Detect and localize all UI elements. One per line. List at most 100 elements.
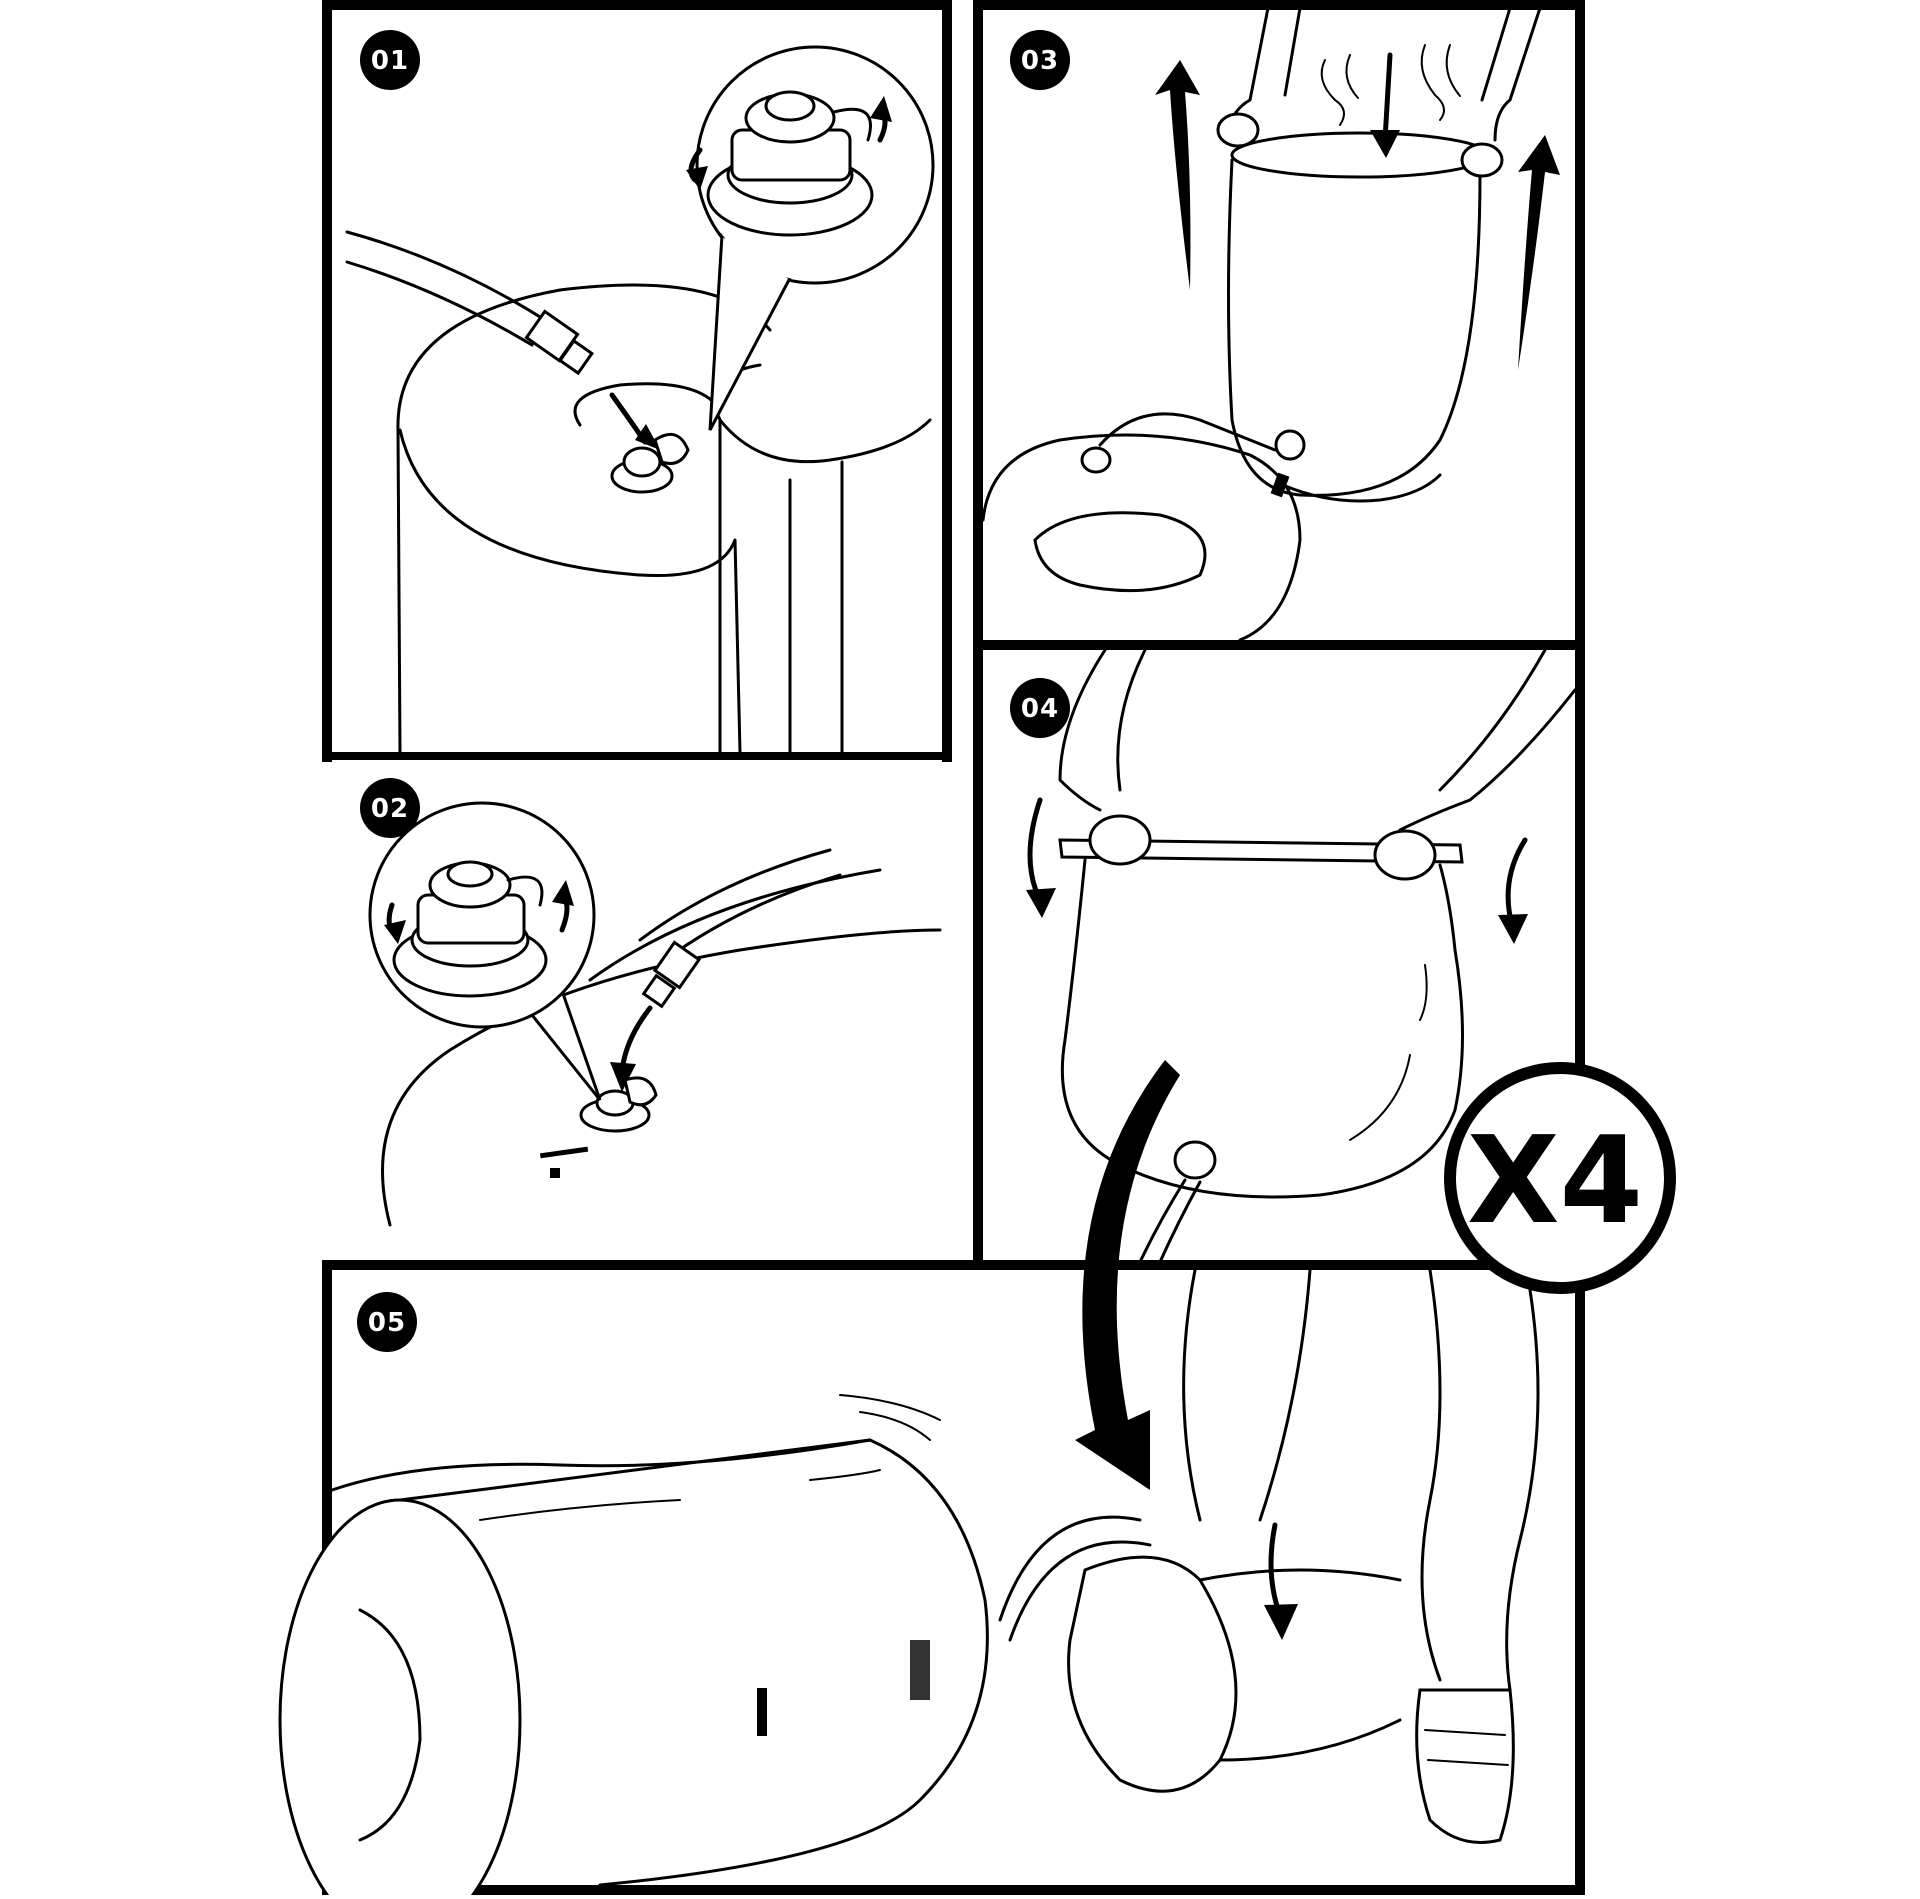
tank-crease <box>479 1499 681 1521</box>
tank-outline <box>381 928 942 1227</box>
panel-02: 02 <box>332 760 942 1230</box>
arrow-head <box>686 166 708 190</box>
step-badge <box>357 1292 417 1352</box>
hose <box>345 260 534 347</box>
step-badge <box>360 30 420 90</box>
motion-line <box>839 1394 941 1421</box>
shoe-strap <box>1424 1729 1506 1736</box>
step-badge <box>1010 678 1070 738</box>
rolled-bag <box>1218 1718 1402 1762</box>
bag-outline <box>1060 858 1464 1199</box>
hose-connector <box>1270 472 1290 498</box>
hand-right <box>1373 829 1437 881</box>
step-label: 01 <box>371 46 409 76</box>
tank-outline <box>398 1438 989 1887</box>
leg <box>1420 1268 1442 1682</box>
hand-left <box>1216 112 1260 148</box>
arrow-head <box>1370 130 1400 158</box>
arrow-head <box>610 1062 636 1092</box>
valve-strap <box>506 875 544 907</box>
arm-left <box>1058 648 1107 812</box>
hose-nozzle <box>558 338 594 376</box>
hose <box>1281 473 1442 503</box>
valve-cap <box>622 446 662 478</box>
hose <box>1008 1540 1152 1642</box>
bag-crease <box>1349 1054 1411 1141</box>
bag-outline <box>1227 158 1482 497</box>
arm-left <box>1116 648 1147 792</box>
arrow-icon <box>1518 135 1560 370</box>
hose <box>663 873 842 962</box>
step-label: 03 <box>1021 46 1059 76</box>
arrow-head <box>635 424 660 450</box>
bag-rim <box>1058 838 1464 864</box>
tank-print <box>757 1688 767 1736</box>
valve-cap <box>446 860 494 888</box>
hose <box>1138 1178 1187 1264</box>
hose <box>1158 1180 1202 1264</box>
valve-icon <box>1080 446 1112 474</box>
arrow-icon <box>1075 1060 1180 1490</box>
hose <box>638 848 832 942</box>
arrow-head <box>870 96 892 122</box>
arm-right <box>1480 6 1512 102</box>
arm-left <box>1283 6 1302 97</box>
arrow-head <box>1026 888 1056 918</box>
step-label: 02 <box>371 794 409 824</box>
leg <box>1182 1268 1202 1522</box>
panel-03-frame <box>973 0 1585 650</box>
step-badge <box>360 778 420 838</box>
tank-recess <box>1033 511 1207 593</box>
repeat-badge-label: X4 <box>1467 1112 1643 1251</box>
arrow-head <box>552 880 574 906</box>
tank-print <box>539 1146 589 1159</box>
bag-crease <box>1419 964 1428 1021</box>
step-label: 04 <box>1021 694 1059 724</box>
arm-right <box>1438 648 1547 792</box>
arrow-icon <box>1382 52 1393 143</box>
arrow-head <box>384 920 406 944</box>
step-badge <box>1010 30 1070 90</box>
bag-rim <box>1230 131 1490 179</box>
arrow-icon <box>1155 60 1200 290</box>
valve-flap <box>623 1076 658 1107</box>
arm-right <box>1493 6 1542 142</box>
tank-outline <box>398 428 742 754</box>
rolled-bag <box>1198 1568 1402 1582</box>
panel-05: 05 <box>278 1060 1585 1899</box>
leg <box>1505 1288 1540 1692</box>
valve-icon <box>1274 429 1306 461</box>
tank-outline <box>330 1438 872 1492</box>
shoe <box>1415 1688 1515 1844</box>
repeat-badge: X4 <box>1444 1062 1676 1294</box>
hose-nozzle <box>641 973 677 1009</box>
tank-recess <box>573 382 722 427</box>
arrow-head <box>1498 914 1528 944</box>
step-label: 05 <box>368 1308 406 1338</box>
hose <box>998 1515 1142 1622</box>
panel-03: 03 <box>973 0 1585 650</box>
repeat-badge-circle <box>1444 1062 1676 1294</box>
valve-flap <box>653 432 690 465</box>
arrow-head <box>1264 1604 1298 1640</box>
hand-left <box>1088 814 1152 866</box>
hose <box>345 230 547 322</box>
arm-right <box>1398 688 1577 832</box>
valve-icon <box>1173 1140 1217 1180</box>
leg <box>1258 1268 1312 1522</box>
tank-outline <box>588 868 882 982</box>
air-flow-icon <box>1445 44 1461 97</box>
tank-outline <box>981 433 1302 642</box>
shoe-strap <box>1427 1759 1509 1766</box>
hose-connector <box>652 940 702 990</box>
tank-print <box>910 1640 930 1700</box>
panel-05-frame <box>322 1260 1585 1895</box>
air-flow-icon <box>1345 54 1359 99</box>
panel-01: 01 <box>322 0 952 762</box>
hose <box>1098 412 1277 452</box>
tank-recess <box>358 1608 422 1842</box>
hand-right <box>1460 142 1504 178</box>
valve-strap <box>832 107 872 142</box>
